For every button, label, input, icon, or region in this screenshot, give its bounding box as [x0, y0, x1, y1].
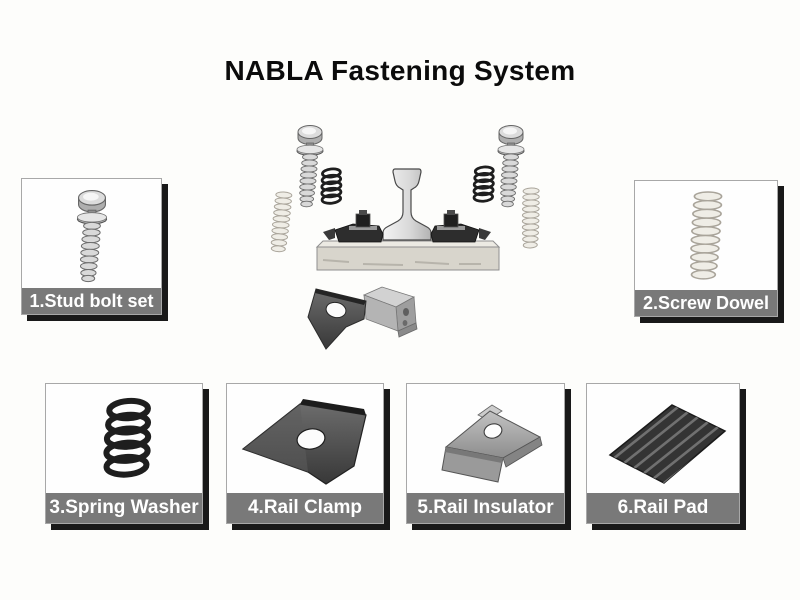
rail-clamp-image: [241, 399, 367, 485]
assembly-stud-bolt-right: [497, 125, 525, 208]
part-box-rail-clamp: 4.Rail Clamp: [226, 383, 384, 524]
part-label-6: 6.Rail Pad: [587, 493, 739, 523]
nabla-fastening-assembly-image: [270, 125, 542, 350]
part-box-rail-insulator: 5.Rail Insulator: [406, 383, 565, 524]
part-label-1: 1.Stud bolt set: [22, 288, 161, 314]
part-box-spring-washer: 3.Spring Washer: [45, 383, 203, 524]
part-canvas-4: [227, 384, 383, 493]
part-box-stud-bolt-set: 1.Stud bolt set: [21, 178, 162, 315]
rail-pad-image: [608, 404, 727, 484]
assembly-screw-dowel-right: [520, 187, 542, 249]
part-label-5: 5.Rail Insulator: [407, 493, 564, 523]
part-label-3: 3.Spring Washer: [46, 493, 202, 523]
mounted-clamp-left: [322, 209, 384, 243]
mounted-clamp-right: [430, 209, 492, 243]
spring-washer-image: [47, 385, 201, 492]
clamp-insulator-pair-right: [307, 286, 418, 350]
part-canvas-6: [587, 384, 739, 493]
assembly-stud-bolt-left: [296, 125, 324, 208]
part-canvas-5: [407, 384, 564, 493]
part-box-screw-dowel: 2.Screw Dowel: [634, 180, 778, 317]
screw-dowel-image: [689, 191, 723, 280]
part-canvas-3: [46, 384, 202, 493]
part-label-2: 2.Screw Dowel: [635, 290, 777, 316]
rail-insulator-image: [441, 404, 543, 483]
part-label-4: 4.Rail Clamp: [227, 493, 383, 523]
part-canvas-2: [635, 181, 777, 290]
page-title: NABLA Fastening System: [224, 55, 576, 86]
part-box-rail-pad: 6.Rail Pad: [586, 383, 740, 524]
assembly-spring-washer-right: [470, 164, 497, 204]
assembly-spring-washer-left: [317, 166, 345, 206]
part-canvas-1: [22, 179, 161, 288]
assembly-screw-dowel-left: [270, 190, 293, 253]
stud-bolt-image: [76, 189, 108, 283]
